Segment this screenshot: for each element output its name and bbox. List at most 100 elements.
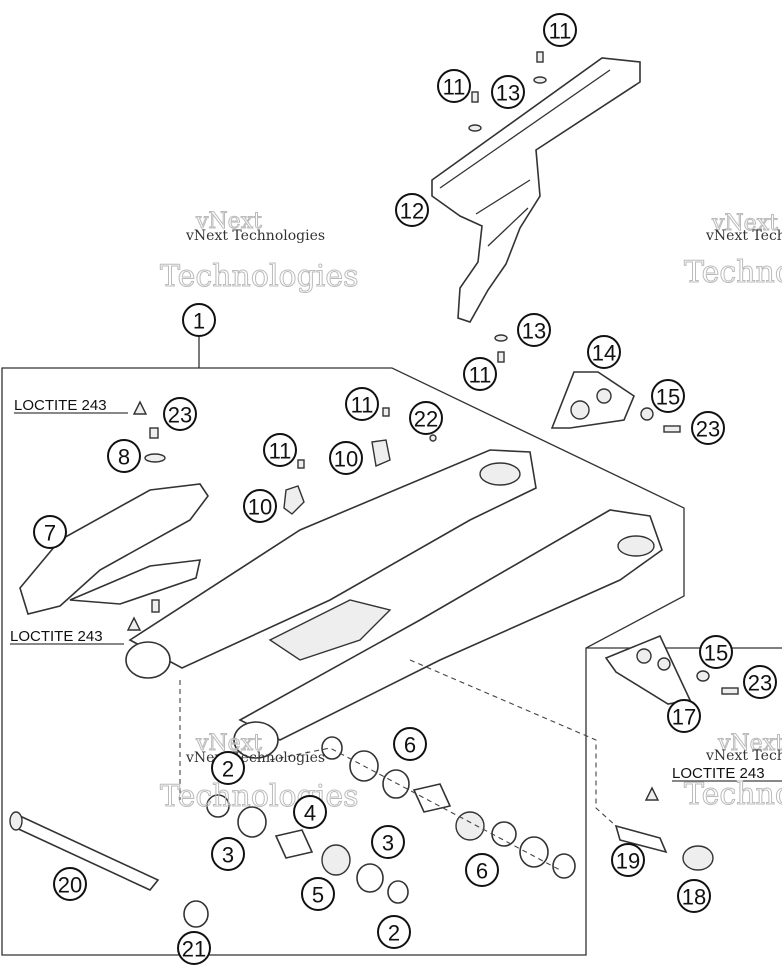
chain-guard <box>431 57 641 323</box>
callout-number: 21 <box>182 937 206 962</box>
callout-circle <box>651 379 685 413</box>
part-callout-8: 8 <box>107 439 141 473</box>
svg-text:vNext: vNext <box>195 209 262 234</box>
part-callout-14: 14 <box>587 335 621 369</box>
callout-number: 2 <box>222 757 234 782</box>
callout-number: 17 <box>672 705 696 730</box>
callout-number: 11 <box>351 393 374 418</box>
callout-number: 22 <box>414 407 438 432</box>
callout-number: 23 <box>696 417 720 442</box>
loctite-note: LOCTITE 243 <box>14 397 107 414</box>
callout-number: 11 <box>269 439 292 464</box>
callout-number: 6 <box>476 859 488 884</box>
svg-text:Technologies: Technologies <box>160 259 359 294</box>
loctite-drop-icon <box>644 786 660 801</box>
part-callout-10: 10 <box>243 489 277 523</box>
loctite-drop-icon <box>132 400 148 415</box>
part-callout-4: 4 <box>293 795 327 829</box>
small-hardware <box>144 51 739 695</box>
callout-circle <box>345 387 379 421</box>
svg-text:vNext: vNext <box>717 731 782 756</box>
callout-circle <box>491 75 525 109</box>
part-callout-20: 20 <box>53 867 87 901</box>
callout-circle <box>465 853 499 887</box>
part-callout-3: 3 <box>371 825 405 859</box>
watermark: vNext Technologies vNext Technologies <box>684 731 782 813</box>
part-callout-5: 5 <box>301 877 335 911</box>
part-callout-15: 15 <box>699 635 733 669</box>
rear-bolt <box>614 824 714 871</box>
pivot-axle <box>9 811 209 928</box>
part-callout-23: 23 <box>163 397 197 431</box>
callout-number: 23 <box>748 671 772 696</box>
callout-circle <box>211 751 245 785</box>
loctite-drop-icon <box>126 616 142 631</box>
callout-circle <box>107 439 141 473</box>
callout-number: 6 <box>404 733 416 758</box>
callout-circle <box>393 727 427 761</box>
part-callout-3: 3 <box>211 837 245 871</box>
callout-circle <box>743 665 777 699</box>
svg-text:vNext Technologies: vNext Technologies <box>185 750 325 766</box>
callout-circle <box>293 795 327 829</box>
callout-number: 11 <box>469 363 492 388</box>
part-callout-13: 13 <box>491 75 525 109</box>
callout-number: 8 <box>118 445 130 470</box>
part-callout-17: 17 <box>667 699 701 733</box>
callout-circle <box>53 867 87 901</box>
callout-number: 11 <box>443 75 466 100</box>
part-callout-11: 11 <box>345 387 379 421</box>
callout-number: 23 <box>168 403 192 428</box>
part-callout-11: 11 <box>543 13 577 47</box>
part-callout-7: 7 <box>33 515 67 549</box>
watermark: vNext Technologies vNext Technologies <box>160 209 360 295</box>
callout-number: 15 <box>704 641 728 666</box>
loctite-note: LOCTITE 243 <box>672 765 765 782</box>
callout-number: 1 <box>193 309 205 334</box>
assembly-frame-outline <box>1 367 685 956</box>
callout-circle <box>163 397 197 431</box>
callout-circle <box>177 931 211 965</box>
callout-circle <box>33 515 67 549</box>
callout-circle <box>543 13 577 47</box>
part-callout-11: 11 <box>463 357 497 391</box>
watermark: vNext Technologies vNext Technologies <box>684 211 782 291</box>
callout-circle <box>517 313 551 347</box>
callout-circle <box>667 699 701 733</box>
callout-number: 3 <box>382 831 394 856</box>
part-callout-22: 22 <box>409 401 443 435</box>
svg-text:vNext Technologies: vNext Technologies <box>705 748 782 764</box>
callout-circle <box>182 303 216 337</box>
callout-number: 12 <box>400 199 424 224</box>
callout-number: 10 <box>248 495 272 520</box>
swingarm <box>125 449 663 759</box>
part-callout-18: 18 <box>677 879 711 913</box>
callout-circle <box>463 357 497 391</box>
callout-number: 20 <box>58 873 82 898</box>
callout-circle <box>699 635 733 669</box>
callout-circle <box>677 879 711 913</box>
callout-circle <box>377 915 411 949</box>
callout-circle <box>301 877 335 911</box>
part-callout-13: 13 <box>517 313 551 347</box>
callout-circle <box>587 335 621 369</box>
callout-circle <box>243 489 277 523</box>
callout-circle <box>611 843 645 877</box>
part-callout-15: 15 <box>651 379 685 413</box>
part-callout-1: 1 <box>182 303 216 337</box>
part-callout-2: 2 <box>377 915 411 949</box>
svg-text:Technologies: Technologies <box>160 779 359 814</box>
callout-number: 13 <box>496 81 520 106</box>
part-callout-6: 6 <box>465 853 499 887</box>
callout-number: 2 <box>388 921 400 946</box>
callout-number: 19 <box>616 849 640 874</box>
callout-circle <box>329 441 363 475</box>
svg-text:vNext Technologies: vNext Technologies <box>185 228 325 244</box>
callout-circle <box>395 193 429 227</box>
callout-number: 11 <box>549 19 572 44</box>
part-callout-11: 11 <box>437 69 471 103</box>
callout-circle <box>371 825 405 859</box>
assembly-guide-lines <box>179 659 617 871</box>
callout-circle <box>409 401 443 435</box>
